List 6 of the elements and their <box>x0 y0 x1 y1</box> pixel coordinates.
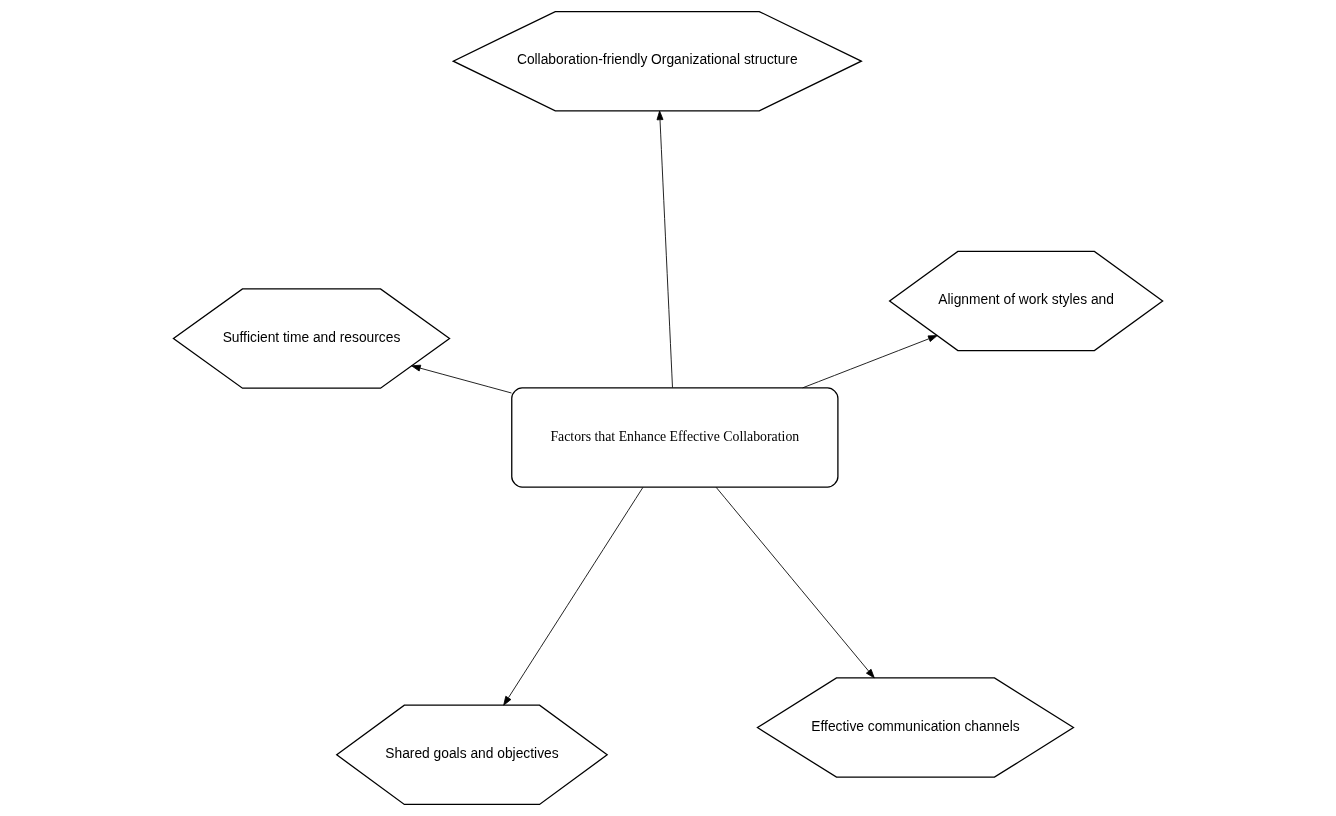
node-box: Factors that Enhance Effective Collaboration <box>511 387 839 488</box>
arrow <box>503 487 644 706</box>
arrow <box>656 110 673 388</box>
arrow <box>802 335 938 389</box>
arrow <box>715 486 875 679</box>
arrow <box>411 364 512 394</box>
